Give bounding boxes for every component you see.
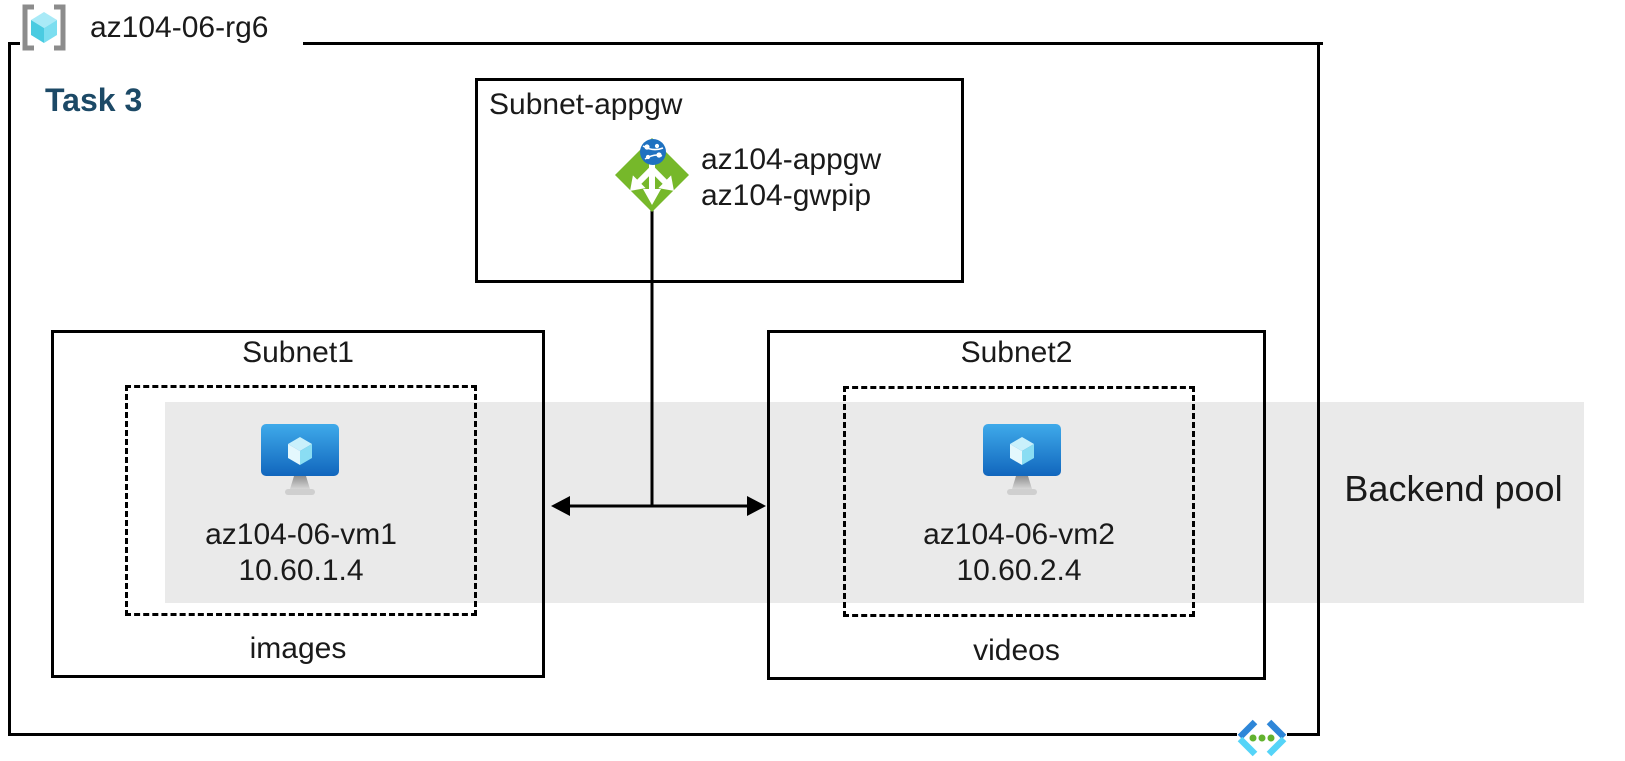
- subnet2-box: [767, 330, 1266, 680]
- vm1-ip: 10.60.1.4: [238, 554, 364, 587]
- backend-pool-label: Backend pool: [1344, 468, 1563, 509]
- vm2-labels: az104-06-vm2 10.60.2.4: [843, 517, 1195, 589]
- task-label: Task 3: [45, 82, 143, 118]
- vm2-name: az104-06-vm2: [923, 518, 1115, 551]
- appgw-labels: az104-appgw az104-gwpip: [701, 142, 881, 214]
- subnet1-title: Subnet1: [242, 336, 354, 369]
- resource-group-box: [8, 42, 1320, 736]
- backend-pool-band: [165, 402, 1584, 603]
- subnet1-caption: images: [249, 632, 347, 665]
- vm2-ip: 10.60.2.4: [956, 554, 1082, 587]
- subnet1-box: [51, 330, 545, 678]
- resource-group-border-segment: [303, 42, 1323, 45]
- subnet2-caption: videos: [973, 634, 1060, 667]
- subnet-appgw-box: [475, 78, 964, 283]
- virtual-machine-icon: [983, 424, 1061, 495]
- subnet2-title: Subnet2: [960, 336, 1073, 369]
- vm1-labels: az104-06-vm1 10.60.1.4: [125, 517, 477, 589]
- appgw-name: az104-appgw: [701, 143, 882, 176]
- application-gateway-icon: [615, 138, 689, 212]
- resource-group-border-segment: [8, 42, 20, 45]
- resource-group-name: az104-06-rg6: [90, 11, 269, 44]
- subnet-appgw-title: Subnet-appgw: [489, 88, 683, 121]
- virtual-machine-icon: [261, 424, 339, 495]
- subnet2-backend-dashed-box: [843, 386, 1195, 617]
- appgw-public-ip: az104-gwpip: [701, 179, 872, 212]
- resource-group-icon: [22, 4, 66, 51]
- virtual-network-icon: [1237, 718, 1287, 758]
- vm1-name: az104-06-vm1: [205, 518, 397, 551]
- subnet1-backend-dashed-box: [125, 385, 477, 616]
